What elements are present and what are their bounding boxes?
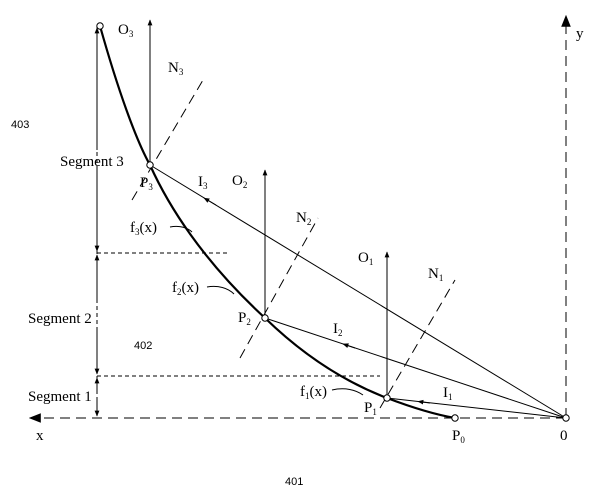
label-p1: P1 (364, 400, 377, 417)
reflector-curve (98, 25, 456, 420)
segment-2-label: Segment 2 (28, 311, 92, 327)
incident-ray-i2 (264, 317, 567, 419)
label-n3: N3 (168, 60, 184, 77)
point-p1 (383, 394, 391, 402)
label-p3: P3 (140, 175, 153, 192)
point-p3 (146, 161, 154, 169)
label-n1: N1 (428, 266, 443, 283)
origin-point (562, 414, 570, 422)
label-f2: f2(x) (172, 280, 199, 297)
label-n2: N2 (296, 210, 311, 227)
ref-401: 401 (285, 476, 303, 488)
segment-1-label: Segment 1 (28, 389, 92, 405)
y-axis-label: y (576, 26, 584, 42)
label-f3: f3(x) (130, 220, 157, 237)
f2-leader (206, 285, 235, 295)
ref-403: 403 (11, 119, 29, 131)
incident-ray-i1 (386, 397, 567, 419)
segment-3-label: Segment 3 (60, 154, 124, 170)
label-f1: f1(x) (300, 384, 327, 401)
normal-n1 (379, 279, 456, 409)
point-p2 (261, 314, 269, 322)
f3-leader (169, 225, 193, 233)
normal-n2 (239, 217, 319, 359)
normal-n3 (131, 79, 204, 201)
label-i3: I3 (198, 174, 208, 191)
label-o1: O1 (358, 250, 373, 267)
label-p0: P0 (452, 428, 465, 445)
point-p0 (451, 414, 459, 422)
ray-i2-arrow (342, 343, 356, 349)
f1-leader (331, 388, 364, 396)
label-i1: I1 (443, 385, 453, 402)
label-p2: P2 (238, 310, 251, 327)
ray-i3-arrow (203, 197, 217, 206)
label-i2: I2 (333, 321, 343, 338)
point-top-end (96, 22, 104, 30)
label-o3: O3 (118, 22, 134, 39)
ref-402: 402 (134, 340, 152, 352)
incident-ray-i3 (149, 164, 567, 419)
x-axis-label: x (36, 428, 44, 444)
label-o2: O2 (232, 173, 247, 190)
ray-i1-arrow (417, 399, 431, 405)
origin-label: 0 (560, 428, 568, 444)
